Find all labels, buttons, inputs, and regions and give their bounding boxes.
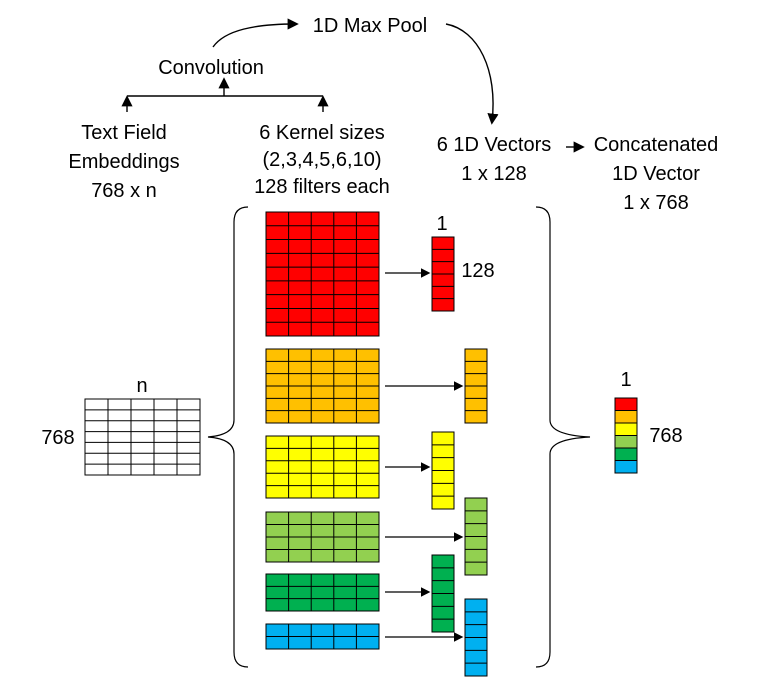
arrow-pool-to-vectors [445,23,499,125]
input-rows-label: 768 [41,427,74,449]
concat-rows-label: 768 [649,425,682,447]
kernel-blue-map [265,623,380,650]
kernel-green-vector [431,554,455,633]
kernel-light-green-vector [464,497,488,576]
text-field-label-line1: Text Field [81,122,167,144]
input-embedding-matrix [84,398,201,476]
input-grid-cells [84,398,201,476]
input-cols-label: n [136,375,147,397]
vector-cols-label: 1 [436,213,447,235]
arrow-conv-to-pool [212,18,299,48]
vector-rows-label: 128 [461,260,494,282]
kernel-yellow-vector [431,431,455,510]
concat-segment [614,397,638,411]
concat-segment [614,435,638,449]
concat-label-line3: 1 x 768 [623,192,689,214]
kernel-filter-maps [265,211,380,650]
text-field-label-line3: 768 x n [91,180,157,202]
pooled-vectors [431,236,488,677]
concat-cols-label: 1 [620,369,631,391]
kernel-green-map [265,573,380,612]
kernel-red-map [265,211,380,337]
kernel-label-line1: 6 Kernel sizes [259,122,385,144]
convolution-bracket [121,77,329,112]
kernel-orange-vector [464,348,488,424]
kernel-label-line2: (2,3,4,5,6,10) [263,149,382,171]
max-pool-label: 1D Max Pool [313,15,428,37]
concat-segment [614,422,638,436]
kernel-blue-vector [464,598,488,677]
vectors-label-line2: 1 x 128 [461,163,527,185]
left-curly-brace [207,206,249,668]
concat-segment [614,447,638,461]
kernel-yellow-map [265,435,380,499]
concat-label-line1: Concatenated [594,134,719,156]
concat-segment [614,460,638,474]
right-curly-brace [535,206,591,668]
concatenated-vector [614,397,638,474]
kernel-orange-map [265,348,380,424]
kernel-to-vector-arrows [385,268,464,642]
concat-segment [614,410,638,424]
kernel-label-line3: 128 filters each [254,176,390,198]
kernel-red-vector [431,236,455,312]
convolution-label: Convolution [158,57,264,79]
kernel-light-green-map [265,511,380,563]
concat-label-line2: 1D Vector [612,163,700,185]
text-field-label-line2: Embeddings [68,151,179,173]
vectors-label-line1: 6 1D Vectors [437,134,552,156]
